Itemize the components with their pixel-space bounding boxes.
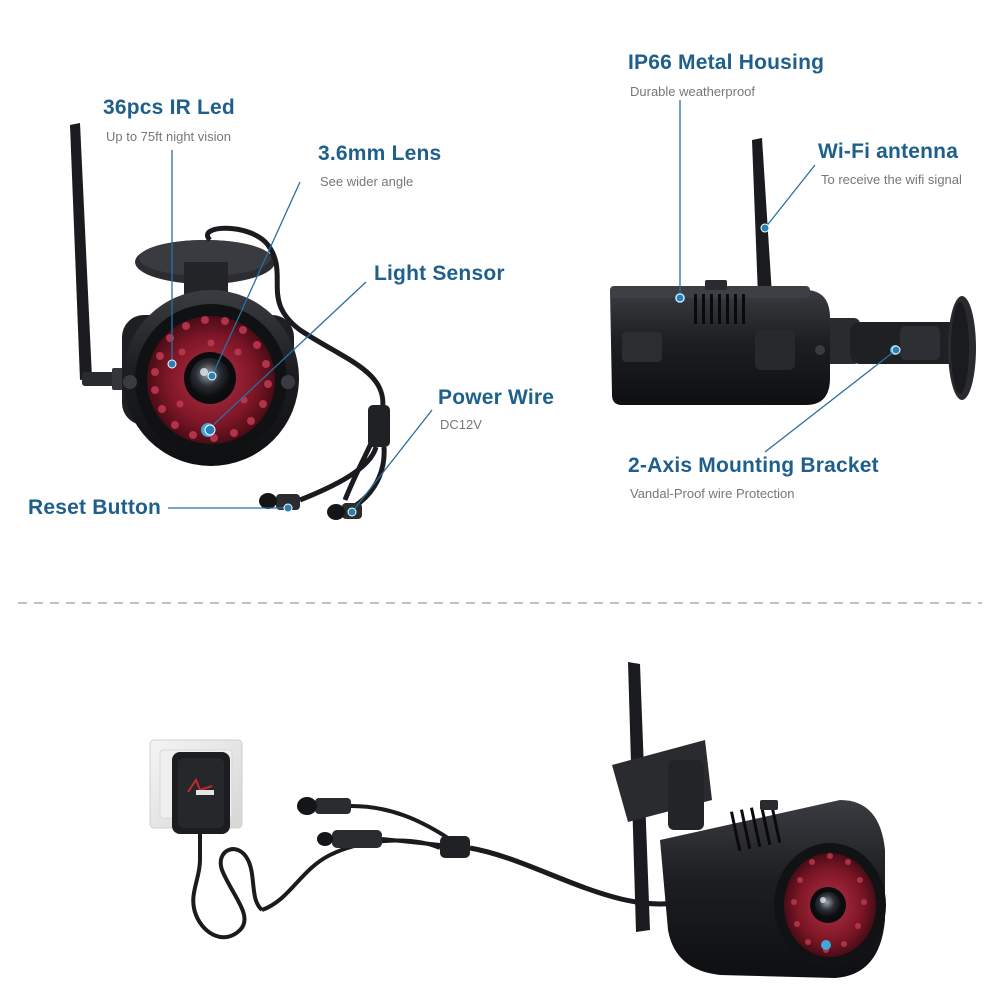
light-sensor-title: Light Sensor	[374, 262, 505, 285]
ir-led-title: 36pcs IR Led	[103, 96, 235, 119]
bracket-title: 2-Axis Mounting Bracket	[628, 454, 879, 477]
housing-subtitle: Durable weatherproof	[630, 84, 756, 99]
lens-subtitle: See wider angle	[320, 174, 414, 189]
power-wire-subtitle: DC12V	[440, 417, 482, 432]
antenna-title: Wi-Fi antenna	[818, 140, 959, 163]
antenna-subtitle: To receive the wifi signal	[821, 172, 962, 187]
camera-side-illustration	[610, 138, 976, 405]
leader-lines	[168, 100, 897, 513]
ir-led-subtitle: Up to 75ft night vision	[106, 129, 232, 144]
reset-button-title: Reset Button	[28, 496, 162, 519]
bracket-subtitle: Vandal-Proof wire Protection	[630, 486, 795, 501]
camera-with-adapter-illustration	[149, 662, 886, 978]
lens-title: 3.6mm Lens	[318, 142, 442, 165]
housing-title: IP66 Metal Housing	[628, 51, 825, 74]
leader-dots	[167, 223, 901, 517]
power-wire-title: Power Wire	[438, 386, 555, 409]
